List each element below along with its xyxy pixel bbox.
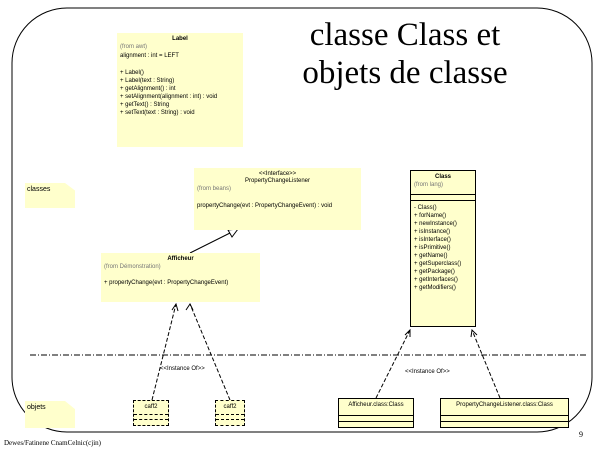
stereotype-label: <<Instance Of>> bbox=[405, 369, 450, 375]
class-package: (from Démonstration) bbox=[104, 264, 161, 270]
slide-border bbox=[11, 7, 593, 433]
class-name: Afficheur bbox=[167, 256, 194, 262]
operation: + setAlignment(alignment : int) : void bbox=[120, 94, 218, 100]
operation: + Label() bbox=[120, 70, 144, 76]
operation: propertyChange(evt : PropertyChangeEvent… bbox=[197, 203, 333, 209]
class-attribute: alignment : int = LEFT bbox=[120, 53, 179, 59]
object-name: Afficheur.class:Class bbox=[348, 402, 404, 408]
page-number: 9 bbox=[579, 430, 583, 439]
class-class-box[interactable]: Class (from lang) - Class() + forName() … bbox=[410, 170, 476, 327]
operation: + getModifiers() bbox=[414, 285, 456, 291]
operation: + isPrimitive() bbox=[414, 245, 451, 251]
class-package: (from lang) bbox=[414, 182, 444, 188]
afficheur-class-box[interactable]: Afficheur (from Démonstration) + propert… bbox=[101, 253, 260, 302]
operation: + forName() bbox=[414, 213, 447, 219]
footer-author: Dewes/Fatinene CnamCelnic(cjin) bbox=[4, 439, 101, 447]
class-name: PropertyChangeListener bbox=[244, 178, 311, 184]
note-objets: objets bbox=[25, 401, 75, 428]
operation: + getText() : String bbox=[120, 102, 170, 108]
interface-box[interactable]: <<Interface>> PropertyChangeListener (fr… bbox=[194, 168, 361, 230]
operation: + newInstance() bbox=[414, 221, 457, 227]
operation: + isInstance() bbox=[414, 229, 451, 235]
operation: + getSuperclass() bbox=[414, 261, 462, 267]
generalization-line bbox=[189, 231, 233, 254]
class-package: (from beans) bbox=[197, 186, 232, 192]
object-name: caff2 bbox=[223, 404, 237, 410]
stereotype-label: <<Instance Of>> bbox=[160, 366, 205, 372]
title-line-1: classe Class et bbox=[309, 17, 501, 53]
instance-of-line bbox=[375, 329, 411, 399]
operation: + propertyChange(evt : PropertyChangeEve… bbox=[104, 280, 229, 286]
operation: + isInterface() bbox=[414, 237, 451, 243]
operation: + getInterfaces() bbox=[414, 277, 458, 283]
object-caff-2[interactable]: caff2 bbox=[215, 400, 245, 426]
instance-of-line bbox=[471, 329, 501, 399]
title-line-2: objets de classe bbox=[302, 55, 508, 91]
object-pcl-class[interactable]: PropertyChangeListener.class:Class bbox=[440, 398, 569, 428]
operation: - Class() bbox=[414, 205, 437, 211]
instance-of-line bbox=[151, 303, 177, 401]
label-class-box[interactable]: Label (from awt) alignment : int = LEFT … bbox=[117, 33, 243, 147]
object-name: caff2 bbox=[144, 404, 158, 410]
object-name: PropertyChangeListener.class:Class bbox=[456, 402, 553, 408]
class-name: Class bbox=[434, 174, 451, 180]
object-caff-1[interactable]: caff2 bbox=[133, 400, 169, 426]
operation: + getName() bbox=[414, 253, 448, 259]
note-classes: classes bbox=[25, 183, 75, 208]
operation: + Label(text : String) bbox=[120, 78, 175, 84]
slide-title: classe Class et objets de classe bbox=[270, 16, 540, 92]
object-afficheur-class[interactable]: Afficheur.class:Class bbox=[338, 398, 414, 428]
instance-of-line bbox=[189, 303, 231, 401]
operation: + setText(text : String) : void bbox=[120, 110, 195, 116]
operation: + getPackage() bbox=[414, 269, 455, 275]
operation: + getAlignment() : int bbox=[120, 86, 176, 92]
class-name: Label bbox=[172, 36, 188, 42]
stereotype: <<Interface>> bbox=[258, 171, 297, 177]
class-package: (from awt) bbox=[120, 44, 147, 50]
